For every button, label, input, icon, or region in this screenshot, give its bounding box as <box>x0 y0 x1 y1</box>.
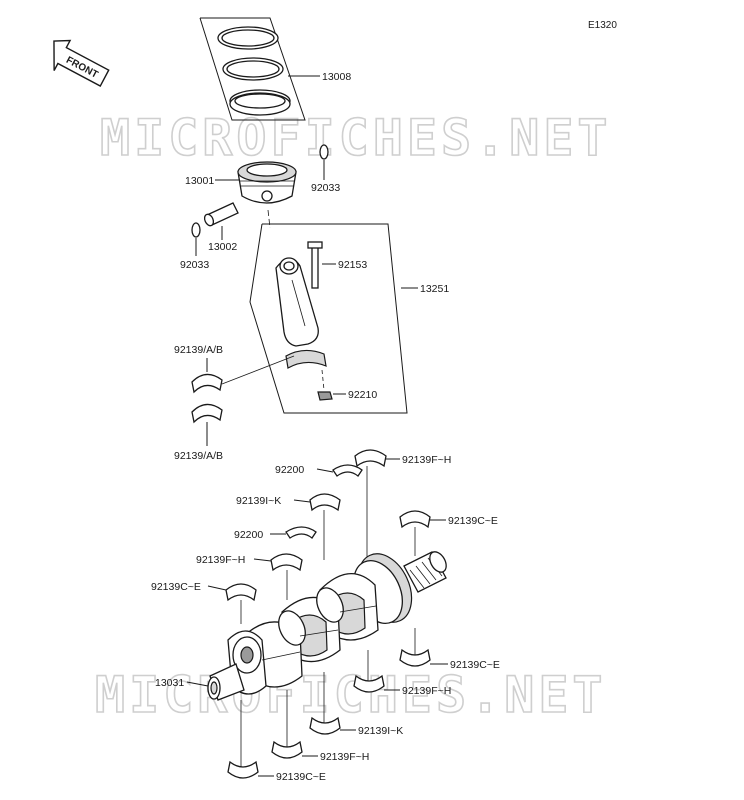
main-bearing-fh-top <box>354 449 387 468</box>
main-bearing-ce-right <box>399 510 431 529</box>
label-92200-mid: 92200 <box>234 529 263 541</box>
label-92139ce-right: 92139C~E <box>448 515 498 527</box>
label-92139ik-top: 92139I~K <box>236 495 281 507</box>
label-92153: 92153 <box>338 259 367 271</box>
crankshaft <box>207 551 447 701</box>
label-13031: 13031 <box>155 677 184 689</box>
label-92139ab-top: 92139/A/B <box>174 344 223 356</box>
piston <box>237 161 297 204</box>
piston-pin-boss <box>261 190 273 202</box>
con-rod-bracket <box>249 223 408 414</box>
leader-92139fh-mid <box>253 558 272 562</box>
label-92139ik-lower: 92139I~K <box>358 725 403 737</box>
main-bearing-ce-left <box>225 583 257 602</box>
label-13001: 13001 <box>185 175 214 187</box>
piston-crown-top <box>246 163 288 177</box>
label-13251: 13251 <box>420 283 449 295</box>
con-rod-nut <box>317 391 333 401</box>
thrust-washer-92200-top <box>332 464 363 477</box>
label-92033-right: 92033 <box>311 182 340 194</box>
label-13008: 13008 <box>322 71 351 83</box>
label-92139ce-lower-right: 92139C~E <box>450 659 500 671</box>
circlip-left <box>191 222 201 238</box>
leader-92139ik-top <box>293 499 311 503</box>
diagram-code: E1320 <box>588 20 617 31</box>
piston-ring-1-inner <box>221 29 275 47</box>
label-92033-left: 92033 <box>180 259 209 271</box>
main-bearing-ik-top <box>309 493 341 512</box>
watermark-bottom: MICROFICHES.NET <box>95 666 607 724</box>
label-92210: 92210 <box>348 389 377 401</box>
main-bearing-fh-lower <box>353 674 385 693</box>
label-92139ce-left: 92139C~E <box>151 581 201 593</box>
label-92139ce-bottom: 92139C~E <box>276 771 326 783</box>
label-92139ab-bottom: 92139/A/B <box>174 450 223 462</box>
con-rod-bolt <box>307 241 323 289</box>
con-rod-bearing-upper <box>191 373 223 394</box>
piston-pin <box>203 202 239 227</box>
main-bearing-ce-lower-right <box>399 648 431 667</box>
label-92139fh-top: 92139F~H <box>402 454 451 466</box>
label-13002: 13002 <box>208 241 237 253</box>
label-92139fh-lower: 92139F~H <box>402 685 451 697</box>
leader-92200-top <box>316 468 334 473</box>
thrust-washer-92200-mid <box>285 526 317 539</box>
con-rod-bearing-lower <box>191 403 223 424</box>
label-92200-top: 92200 <box>275 464 304 476</box>
oil-ring-inner <box>234 93 286 109</box>
ring-set-bracket <box>199 17 306 121</box>
main-bearing-fh-bottom <box>271 740 303 759</box>
label-92139fh-bottom: 92139F~H <box>320 751 369 763</box>
leader-13031 <box>186 681 209 687</box>
piston-ring-2-inner <box>226 60 280 78</box>
leader-92139ce-left <box>207 585 227 591</box>
circlip-right <box>319 144 329 160</box>
main-bearing-ce-bottom <box>227 760 259 779</box>
main-bearing-ik-lower <box>309 716 341 735</box>
watermark-top: MICROFICHES.NET <box>100 109 612 167</box>
con-rod-cap <box>285 349 327 369</box>
connecting-rod <box>275 257 327 369</box>
piston-ring-set <box>199 17 320 121</box>
front-arrow-icon: FRONT <box>53 39 110 87</box>
main-bearing-fh-mid <box>270 553 303 572</box>
label-92139fh-mid: 92139F~H <box>196 554 245 566</box>
